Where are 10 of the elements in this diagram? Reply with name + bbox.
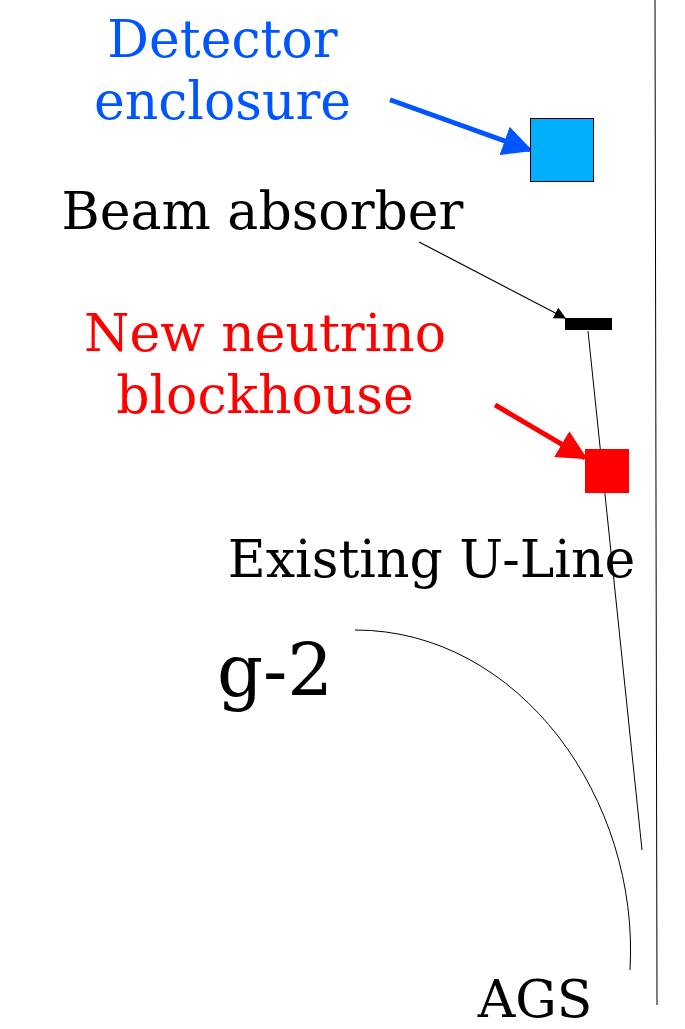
annotation-label: Detector enclosure xyxy=(55,8,390,132)
annotation-label: New neutrino blockhouse xyxy=(35,302,495,426)
absorber-bar xyxy=(565,318,612,330)
building-marker xyxy=(530,118,594,182)
annotation-label: Beam absorber xyxy=(10,180,515,242)
area-label: g-2 xyxy=(215,628,335,715)
area-label: AGS xyxy=(476,968,594,1029)
arrow xyxy=(418,241,567,319)
area-label: Existing U-Line xyxy=(226,528,637,591)
building-marker xyxy=(585,449,629,493)
